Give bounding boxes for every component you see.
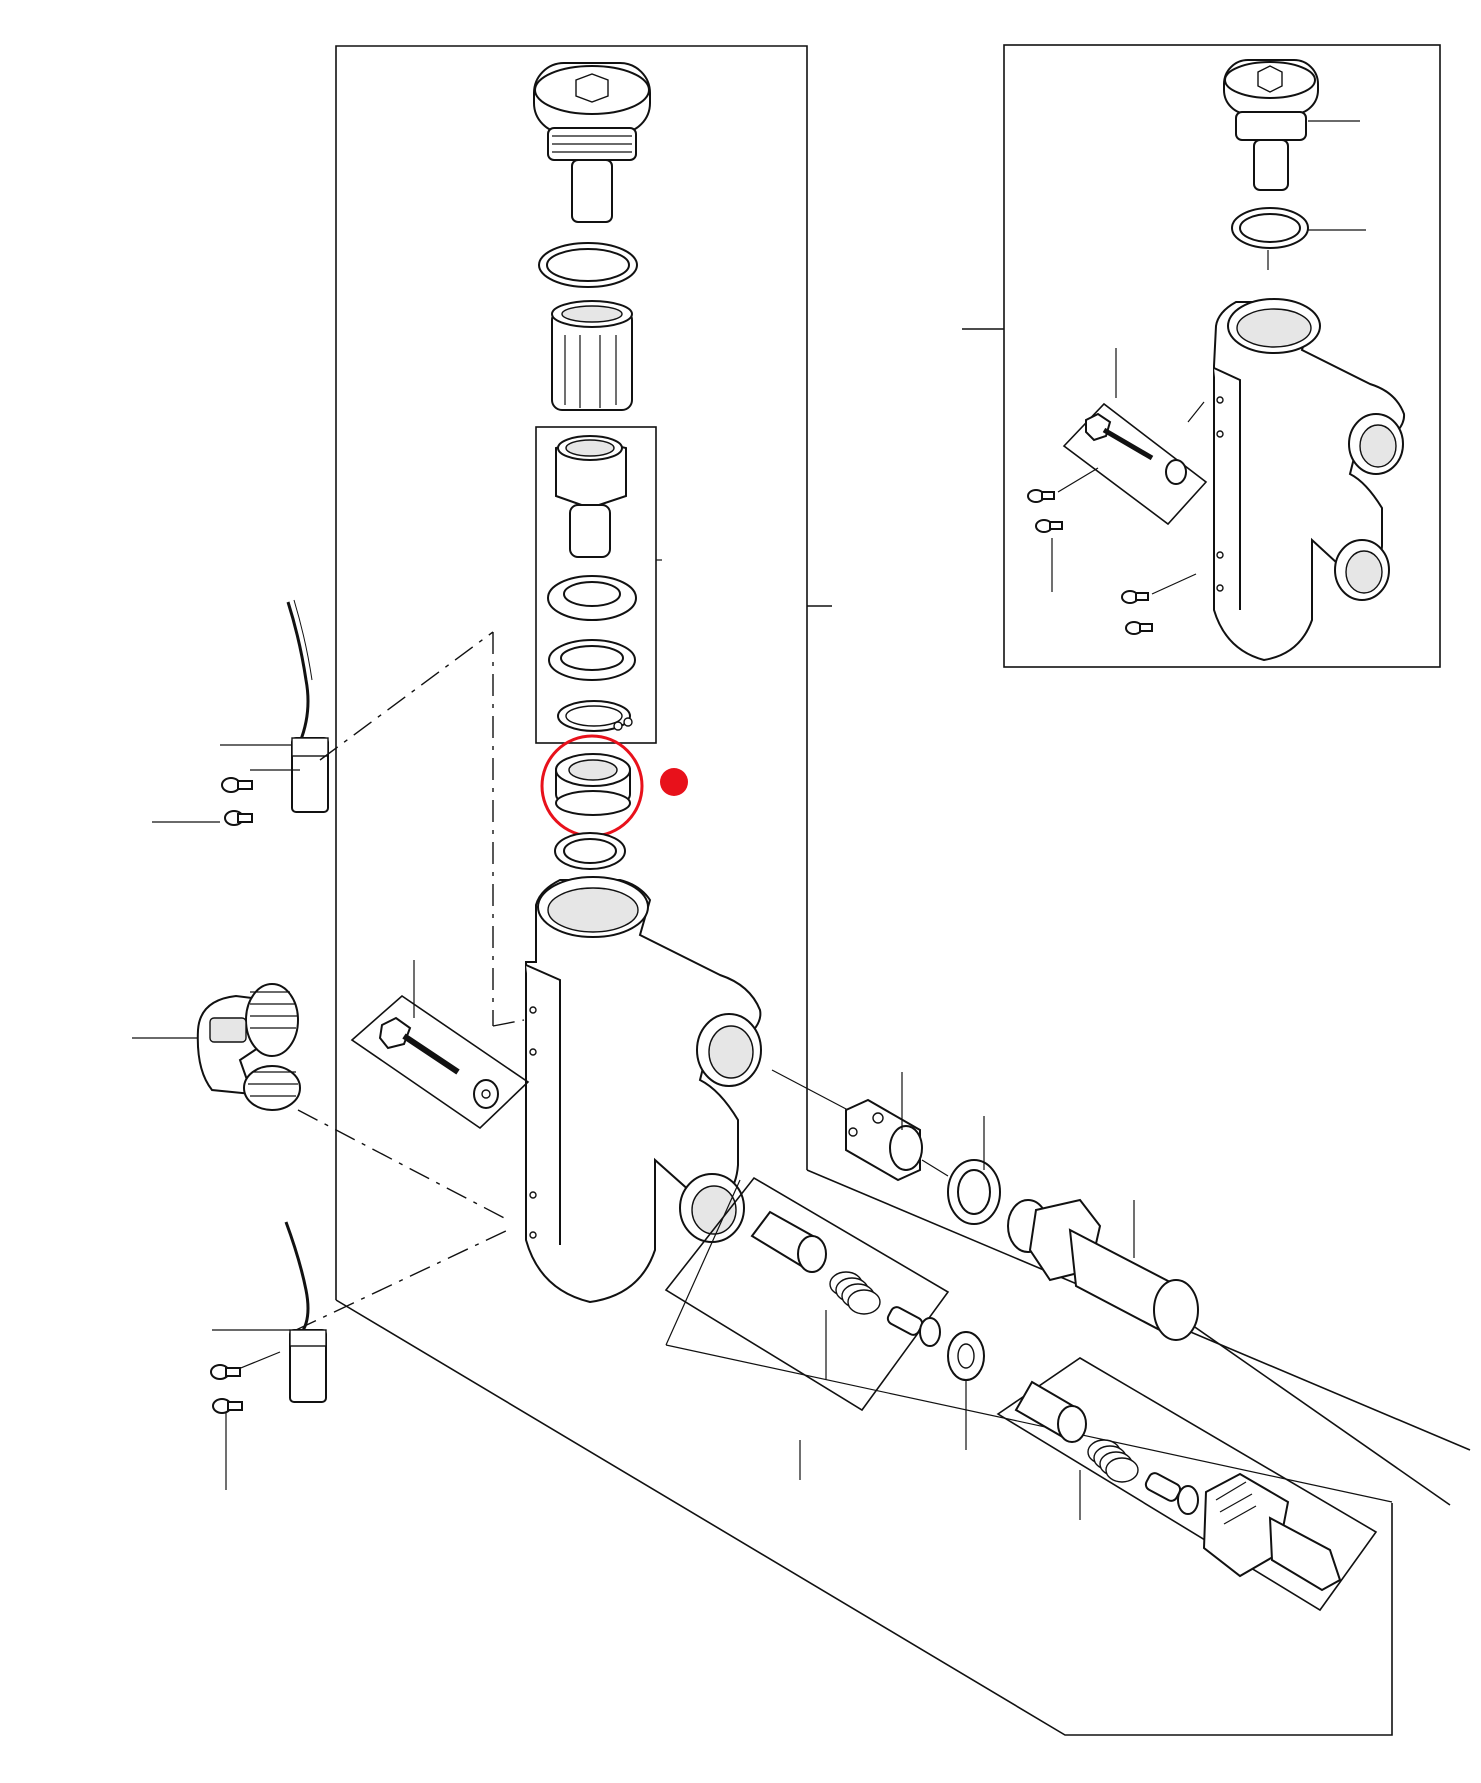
inset-screw-3 xyxy=(1121,573,1197,604)
bolt-kit-part xyxy=(350,960,530,1130)
washer-thick-part xyxy=(547,575,637,621)
sensor-upper-part xyxy=(152,599,329,823)
inset-o-ring-part xyxy=(1231,207,1366,270)
inset-screw-4 xyxy=(1125,621,1153,635)
sleeve-part xyxy=(551,300,633,411)
pin-2-part xyxy=(1144,1472,1199,1515)
hose-barb-nipple-part xyxy=(1202,1472,1342,1592)
guide-lines xyxy=(295,631,525,1331)
inset-bolt-kit-part xyxy=(1062,348,1208,526)
screw-upper-2 xyxy=(224,810,253,826)
o-ring-lower-part xyxy=(554,832,626,870)
coupler-nut-part xyxy=(771,1069,923,1182)
bushing-part xyxy=(555,753,631,816)
inset-screw-2 xyxy=(1035,519,1063,592)
check-valve-kit-1-frame xyxy=(664,1176,1393,1503)
pin-1-part xyxy=(886,1306,941,1347)
valve-seat-part xyxy=(555,435,627,558)
inset-assembly-frame xyxy=(962,44,1441,668)
screw-upper-1 xyxy=(221,777,253,793)
sealing-washer-part xyxy=(921,1116,1001,1225)
elbow-fitting-part xyxy=(132,983,301,1111)
circlip-part xyxy=(557,700,633,732)
check-valve-piston-1 xyxy=(750,1210,827,1273)
spring-2-part xyxy=(1079,1439,1139,1520)
top-plug-part xyxy=(533,62,651,223)
inset-plug-part xyxy=(1223,59,1360,191)
valve-body-main-part xyxy=(525,876,762,1304)
spring-1-part xyxy=(825,1271,881,1380)
spacer-washer-part xyxy=(799,1331,985,1480)
screw-lower-2 xyxy=(212,1398,243,1414)
highlight-dot xyxy=(660,768,688,796)
o-ring-upper-part xyxy=(538,242,638,288)
inset-screw-1 xyxy=(1027,467,1099,503)
inset-valve-body-part xyxy=(1187,298,1406,662)
sensor-lower-part xyxy=(212,1221,327,1490)
washer-flat-part xyxy=(548,639,636,681)
screw-lower-1 xyxy=(210,1364,241,1380)
hose-fitting-part xyxy=(1007,1198,1199,1341)
valve-kit-frame xyxy=(535,426,662,744)
check-valve-piston-2 xyxy=(1014,1380,1087,1443)
